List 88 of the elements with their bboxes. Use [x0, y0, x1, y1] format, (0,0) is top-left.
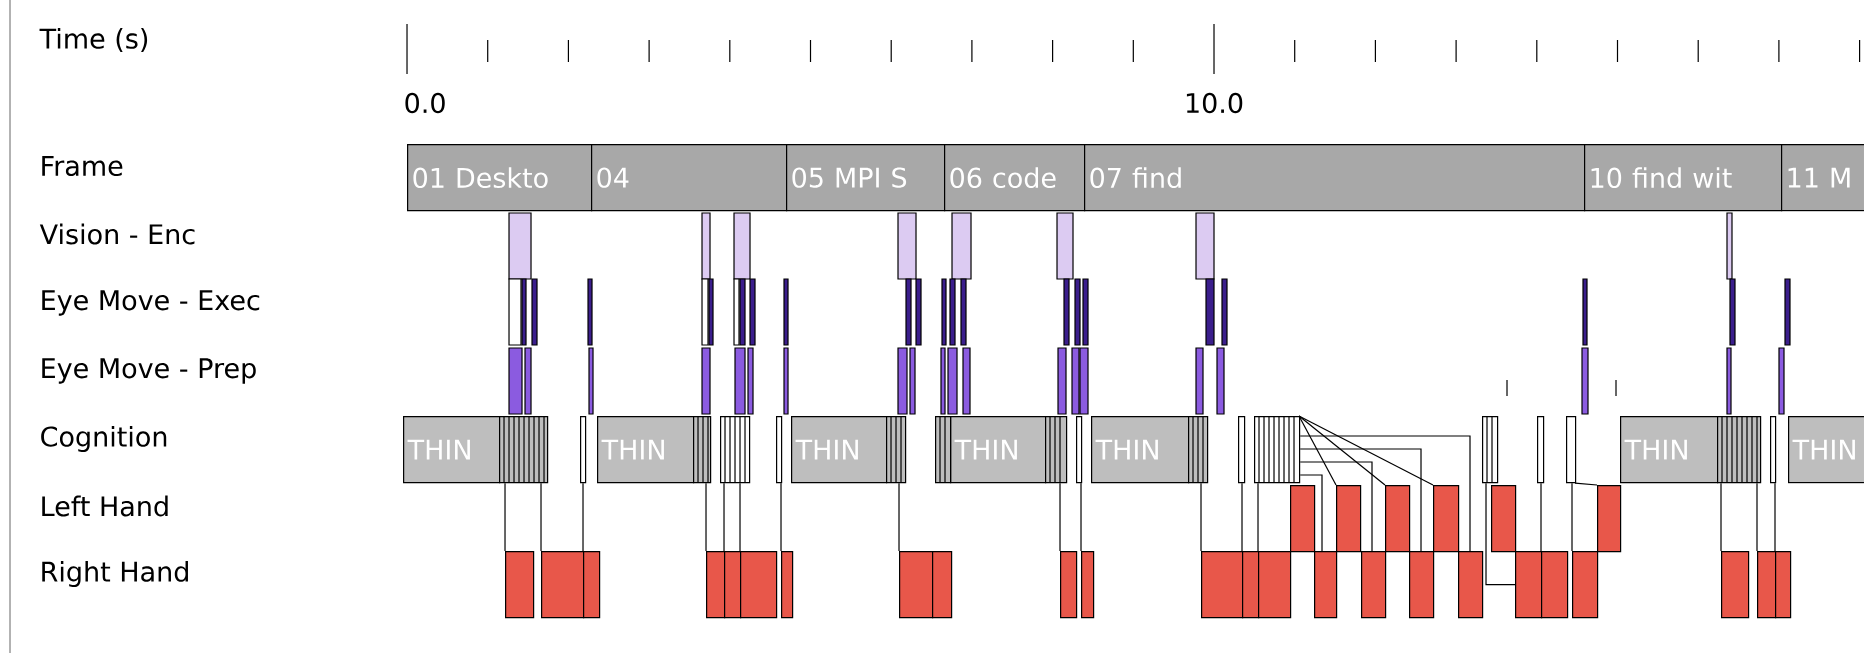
hand-block	[1597, 485, 1622, 553]
hand-block	[1242, 551, 1260, 619]
operator-block	[1045, 415, 1068, 484]
frame-bar: 01 Deskto	[407, 144, 593, 212]
operator-block	[1717, 415, 1762, 484]
hand-block	[1409, 551, 1435, 619]
row-label: Left Hand	[42, 495, 168, 517]
hand-block	[1258, 551, 1292, 619]
row-label: Frame	[42, 155, 123, 176]
row-label: Eye Move - Exec	[42, 290, 260, 316]
dependency-line	[705, 482, 707, 552]
dependency-line	[1200, 482, 1202, 552]
hand-block	[932, 551, 953, 619]
hand-block	[1336, 485, 1362, 553]
operator-block	[1254, 415, 1301, 484]
dependency-line	[1298, 415, 1386, 486]
operator-block	[1076, 416, 1083, 484]
hand-block	[1572, 551, 1599, 619]
dependency-line	[1540, 482, 1542, 552]
dependency-line	[1756, 482, 1758, 552]
hand-block	[781, 551, 794, 619]
hand-block	[1385, 485, 1411, 553]
operator-block	[935, 415, 952, 484]
hand-block	[1060, 551, 1078, 619]
operator-block	[499, 415, 549, 484]
dependency-line	[1080, 482, 1082, 552]
tick-label: 0.0	[405, 92, 445, 114]
dependency-line	[1299, 461, 1373, 552]
hand-block	[1361, 551, 1387, 619]
frame-bar: 05 MPI S	[786, 144, 946, 212]
dependency-line	[540, 482, 542, 552]
operator-block	[1566, 416, 1577, 484]
row-label: Cognition	[41, 425, 167, 453]
dependency-line	[1241, 482, 1243, 552]
dependency-line	[1571, 482, 1573, 552]
frame-bar: 04	[591, 144, 788, 212]
operator-block	[693, 415, 712, 484]
operator-block	[1238, 416, 1246, 484]
hand-block	[1491, 485, 1517, 553]
operator-block	[776, 416, 783, 484]
dependency-line	[582, 482, 584, 552]
hand-block	[1721, 551, 1750, 619]
hand-block	[1081, 551, 1095, 619]
row-label: Eye Move - Prep	[42, 358, 256, 384]
cognition-block: THIN	[403, 416, 501, 484]
dependency-line	[780, 482, 782, 552]
dependency-line	[1298, 415, 1434, 486]
dependency-line	[1059, 482, 1061, 552]
frame-bar: 11 M	[1781, 144, 1864, 212]
hand-block	[1515, 551, 1543, 619]
dependency-line	[739, 482, 741, 552]
dependency-line	[1485, 482, 1516, 586]
dependency-line	[504, 482, 506, 552]
row-label: Right Hand	[42, 560, 188, 588]
dependency-line	[1299, 435, 1471, 552]
hand-block	[1757, 551, 1777, 619]
dependency-line	[1720, 482, 1722, 552]
dependency-line	[1574, 482, 1598, 486]
axis-title: Time (s)	[39, 27, 148, 53]
hand-block	[583, 551, 601, 619]
row-label: Vision - Enc	[39, 223, 195, 245]
operator-block	[886, 415, 907, 484]
dependency-line	[898, 482, 900, 552]
dependency-line	[1299, 474, 1323, 552]
hand-block	[1541, 551, 1569, 619]
dependency-line	[1299, 448, 1422, 552]
operator-block	[1770, 416, 1777, 484]
cognition-block: THIN	[1788, 416, 1864, 484]
dependency-line	[1257, 482, 1259, 552]
operator-block	[1482, 415, 1499, 484]
dependency-line	[1774, 482, 1776, 552]
hand-block	[706, 551, 726, 619]
hand-block	[1314, 551, 1338, 619]
operator-block	[580, 416, 587, 484]
operator-block	[1537, 416, 1545, 484]
hand-block	[1775, 551, 1792, 619]
hand-block	[899, 551, 934, 619]
hand-block	[505, 551, 535, 619]
dependency-line	[723, 482, 725, 552]
frame-bar: 06 code	[944, 144, 1086, 212]
hand-block	[724, 551, 742, 619]
hand-block	[1290, 485, 1316, 553]
hand-block	[1433, 485, 1460, 553]
operator-block	[1188, 415, 1209, 484]
tick-label: 10.0	[1186, 92, 1243, 114]
hand-block	[1458, 551, 1484, 619]
operator-block	[720, 415, 751, 484]
dependency-line	[1298, 415, 1337, 486]
